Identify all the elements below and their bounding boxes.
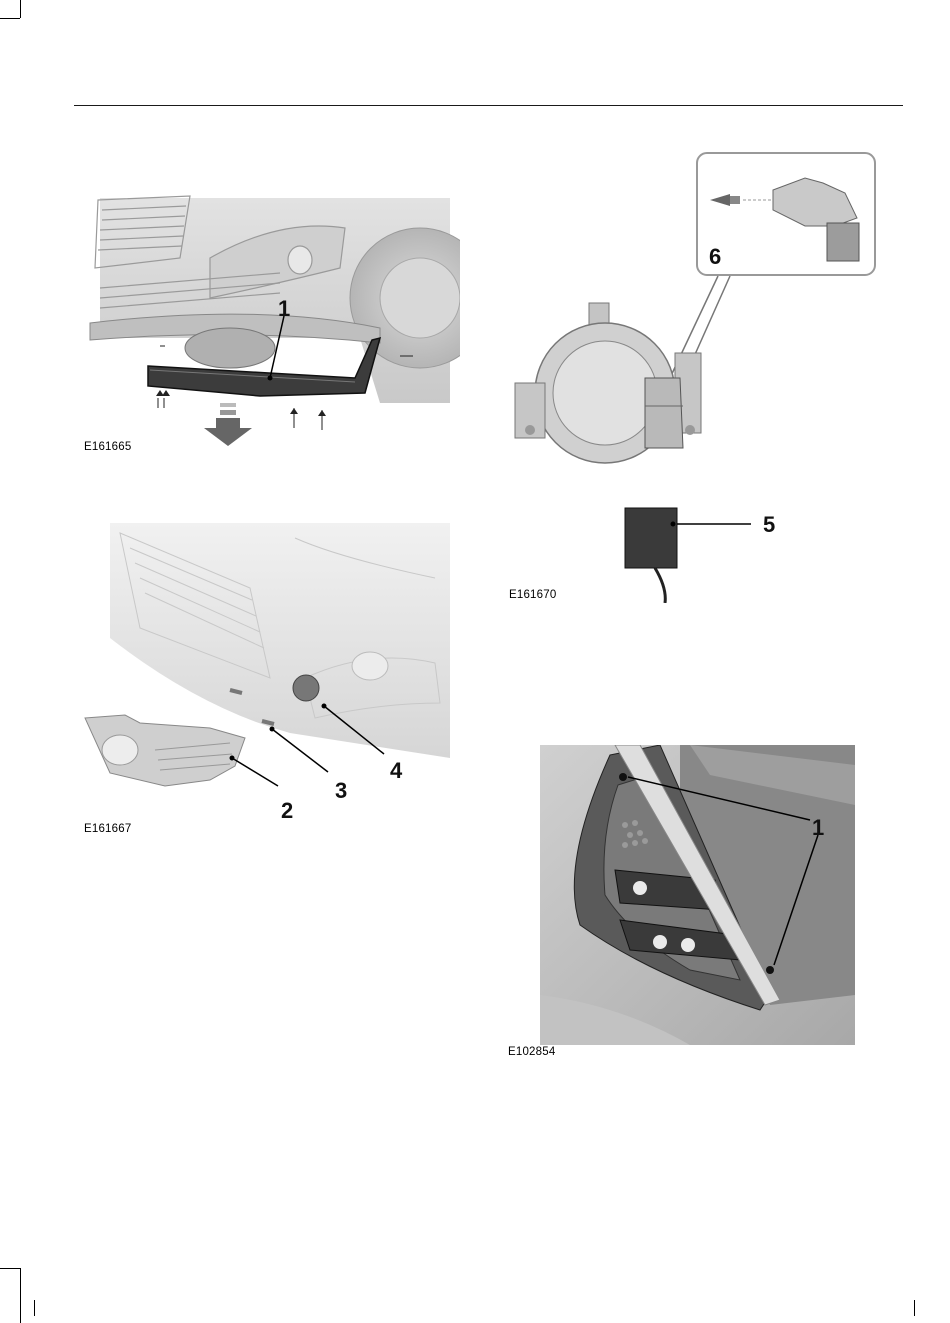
figure-bumper-cover: 1: [80, 188, 460, 458]
figure-code: E161670: [509, 589, 556, 601]
crop-mark-bottom-left-tick: [34, 1300, 35, 1316]
callout-4: 4: [390, 758, 403, 783]
callout-5: 5: [763, 512, 775, 537]
header-rule: [74, 105, 903, 106]
figure-code: E102854: [508, 1046, 555, 1058]
figure-code: E161667: [84, 823, 131, 835]
crop-mark-bottom-left-h: [0, 1268, 20, 1269]
figure-code: E161665: [84, 441, 131, 453]
callout-1: 1: [812, 815, 824, 840]
callout-3: 3: [335, 778, 347, 803]
figure-fog-lamp-bezel: 2 3 4: [80, 518, 460, 823]
figure-rear-lamp: 1: [540, 745, 855, 1045]
callout-1: 1: [278, 296, 290, 321]
callout-6: 6: [709, 244, 721, 269]
crop-mark-bottom-left-v: [20, 1268, 21, 1323]
crop-mark-top-left-v: [20, 0, 21, 18]
crop-mark-bottom-right-tick: [914, 1300, 915, 1316]
figure-fog-lamp-bulb: 6 5: [505, 148, 880, 603]
crop-mark-top-left-h: [0, 18, 20, 19]
callout-2: 2: [281, 798, 293, 823]
